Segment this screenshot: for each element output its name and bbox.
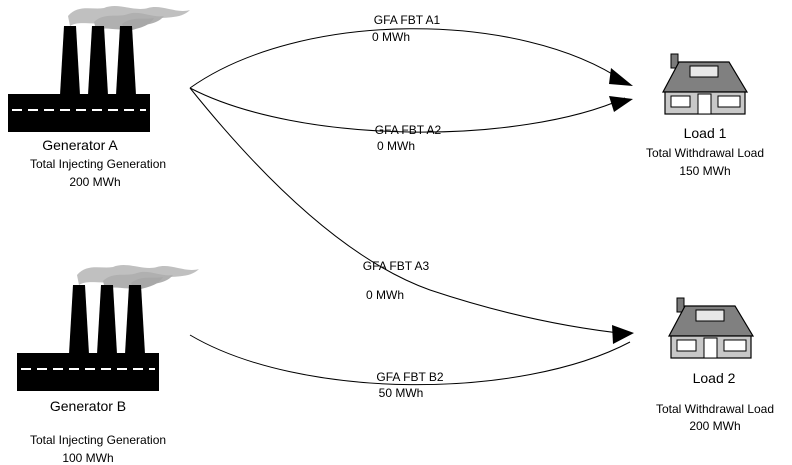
generator-b-value: 100 MWh bbox=[62, 451, 114, 465]
flow-a1-value: 0 MWh bbox=[371, 30, 411, 44]
flow-b2-id: GFA FBT B2 bbox=[376, 370, 444, 384]
generator-b-caption: Total Injecting Generation bbox=[29, 433, 167, 447]
factory-icon bbox=[7, 5, 191, 133]
flow-a2-id: GFA FBT A2 bbox=[374, 123, 442, 137]
flow-a1-id: GFA FBT A1 bbox=[373, 13, 441, 27]
flow-a2-value: 0 MWh bbox=[376, 139, 416, 153]
arrowhead bbox=[609, 96, 633, 112]
load-2-caption: Total Withdrawal Load bbox=[655, 402, 775, 416]
load-2-value: 200 MWh bbox=[689, 419, 741, 433]
arrowhead bbox=[612, 325, 634, 344]
flow-arc-a3 bbox=[189, 87, 629, 335]
generator-a-caption: Total Injecting Generation bbox=[29, 157, 167, 171]
generator-b-name: Generator B bbox=[49, 398, 127, 414]
load-2-name: Load 2 bbox=[692, 370, 736, 386]
generator-a-name: Generator A bbox=[42, 137, 118, 153]
flow-arc-a2 bbox=[189, 87, 626, 133]
flow-a3-value: 0 MWh bbox=[365, 288, 405, 302]
flow-a3-id: GFA FBT A3 bbox=[362, 259, 430, 273]
generator-a-value: 200 MWh bbox=[69, 175, 121, 189]
flow-b2-value: 50 MWh bbox=[378, 386, 424, 400]
arrowhead bbox=[609, 68, 633, 86]
flow-arc-a1 bbox=[189, 28, 626, 89]
flow-arc-b2 bbox=[189, 334, 631, 386]
load-1-name: Load 1 bbox=[683, 125, 727, 141]
house-icon bbox=[662, 53, 748, 115]
load-1-caption: Total Withdrawal Load bbox=[645, 146, 765, 160]
house-icon bbox=[668, 297, 754, 359]
load-1-value: 150 MWh bbox=[679, 164, 731, 178]
factory-icon bbox=[16, 264, 200, 392]
